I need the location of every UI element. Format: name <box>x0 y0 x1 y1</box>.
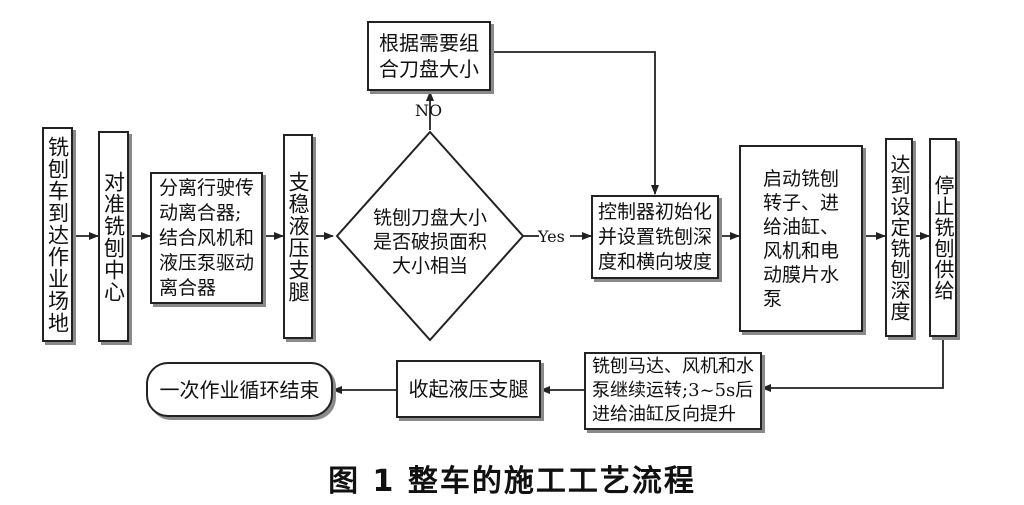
node-end-text: 一次作业循环结束 <box>159 377 320 402</box>
node-depth-text: 达到设定铣刨深度 <box>887 153 911 322</box>
node-start: 启动铣刨 转子、进 给油缸、 风机和电 动膜片水 泵 <box>739 145 863 332</box>
label-no: NO <box>415 101 443 120</box>
node-retract: 收起液压支腿 <box>396 360 541 418</box>
node-arrive: 铣刨车到达作业场地 <box>42 127 73 342</box>
node-stop-text: 停止铣刨供给 <box>931 174 955 301</box>
node-clutch: 分离行驶传 动离合器; 结合风机和 液压泵驱动 离合器 <box>150 172 263 304</box>
node-depth: 达到设定铣刨深度 <box>885 138 913 337</box>
node-legs: 支稳液压支腿 <box>283 134 313 339</box>
node-align-text: 对准铣刨中心 <box>101 170 126 303</box>
arrow-stop-continue <box>761 338 944 392</box>
node-clutch-text: 分离行驶传 动离合器; 结合风机和 液压泵驱动 离合器 <box>158 176 254 299</box>
decision-text: 铣刨刀盘大小 是否破损面积 大小相当 <box>372 207 487 277</box>
node-continue: 铣刨马达、风机和水 泵继续运转;3~5s后 进给油缸反向提升 <box>584 352 762 430</box>
node-init: 控制器初始化 并设置铣刨深 度和横向坡度 <box>591 195 719 279</box>
figure-caption: 图 1 整车的施工工艺流程 <box>328 464 696 499</box>
node-start-text: 启动铣刨 转子、进 给油缸、 风机和电 动膜片水 泵 <box>762 167 839 310</box>
arrow-adjust-init <box>491 51 659 195</box>
label-yes: Yes <box>538 227 565 246</box>
node-retract-text: 收起液压支腿 <box>408 377 529 401</box>
decision-diamond <box>335 130 525 342</box>
node-continue-text: 铣刨马达、风机和水 泵继续运转;3~5s后 进给油缸反向提升 <box>592 356 754 425</box>
node-adjust-text: 根据需要组 合刀盘大小 <box>379 31 479 81</box>
node-stop: 停止铣刨供给 <box>929 138 957 337</box>
node-init-text: 控制器初始化 并设置铣刨深 度和横向坡度 <box>597 200 712 273</box>
node-end: 一次作业循环结束 <box>146 362 333 417</box>
node-adjust: 根据需要组 合刀盘大小 <box>367 21 491 91</box>
node-align: 对准铣刨中心 <box>98 131 129 342</box>
node-arrive-text: 铣刨车到达作业场地 <box>45 135 70 334</box>
node-legs-text: 支稳液压支腿 <box>286 170 310 303</box>
